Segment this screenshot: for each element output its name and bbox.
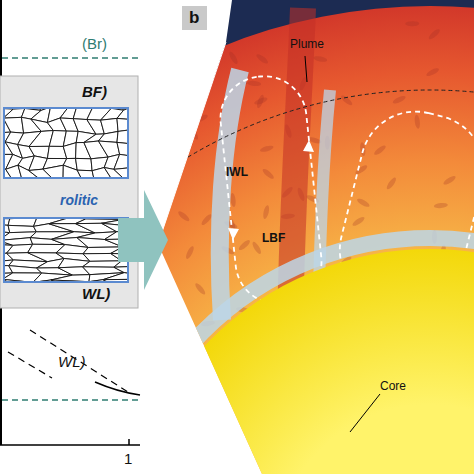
- grain: [56, 245, 88, 254]
- grain: [261, 167, 275, 180]
- grain: [442, 174, 457, 186]
- grain: [63, 143, 76, 159]
- grain: [251, 241, 263, 256]
- grain: [385, 176, 397, 190]
- inset-panel: [0, 76, 138, 308]
- grain: [373, 144, 387, 156]
- grain: [201, 66, 216, 73]
- axis-line: [0, 444, 140, 446]
- boundary-label: (Br): [82, 36, 107, 53]
- grain: [189, 126, 200, 141]
- grain: [9, 266, 42, 273]
- grain: [256, 94, 266, 109]
- grain: [114, 167, 128, 178]
- axis-tick-label: 1: [124, 451, 132, 468]
- boundary-layer: [108, 238, 474, 474]
- grain: [351, 215, 365, 227]
- mantle: [0, 6, 474, 474]
- dashed-curve: [8, 352, 52, 378]
- grain: [354, 164, 368, 176]
- panel-label-box: b: [182, 6, 207, 30]
- part-label: Core: [380, 380, 406, 393]
- grain: [103, 273, 128, 280]
- part-label: IWL: [226, 166, 248, 179]
- convection-cell: [216, 72, 325, 308]
- curve-label: WL): [58, 354, 86, 371]
- grain: [43, 165, 63, 178]
- layered-texture: [4, 218, 128, 282]
- grain: [228, 51, 239, 66]
- grain: [4, 117, 24, 133]
- grain: [247, 80, 261, 86]
- transition-arrow: [118, 190, 168, 290]
- flow-arrowhead: [228, 228, 239, 240]
- texture-box-border: [4, 108, 128, 178]
- texture-box-border: [4, 218, 128, 282]
- grain: [230, 193, 237, 208]
- grain: [255, 53, 269, 65]
- grain: [427, 28, 441, 41]
- leader-line: [350, 394, 380, 432]
- regime-label: WL): [82, 286, 110, 303]
- grain: [262, 205, 270, 220]
- dashed-curve: [30, 330, 128, 392]
- solid-curve: [95, 382, 140, 395]
- grain: [259, 144, 274, 153]
- grain: [117, 129, 128, 143]
- grain: [98, 131, 118, 142]
- core: [119, 249, 474, 474]
- dashed-boundary: [2, 57, 140, 58]
- regime-label: BF): [82, 84, 107, 101]
- grain: [181, 38, 194, 52]
- grain: [114, 154, 128, 169]
- panel-letter: b: [189, 8, 199, 28]
- part-label: Plume: [290, 38, 324, 51]
- wedge-edge: [158, 42, 226, 244]
- grain: [237, 239, 251, 252]
- grain: [177, 210, 191, 223]
- grain: [117, 118, 128, 131]
- grain: [313, 55, 328, 63]
- grain: [434, 202, 448, 208]
- grain: [414, 114, 421, 129]
- leader-line: [305, 56, 307, 82]
- granular-texture: [4, 108, 128, 178]
- grain: [340, 94, 354, 107]
- dashed-depth-line: [0, 90, 474, 474]
- dashed-boundary: [2, 399, 140, 400]
- part-label: LBF: [262, 232, 285, 245]
- axis-tick: [128, 439, 130, 445]
- grain: [76, 158, 93, 170]
- grain: [173, 69, 187, 82]
- grain: [179, 30, 194, 39]
- grain: [356, 197, 371, 208]
- grain: [185, 245, 196, 260]
- grain: [425, 67, 440, 78]
- regime-label: rolitic: [60, 193, 98, 208]
- grain: [405, 21, 419, 26]
- grain: [194, 282, 207, 296]
- grain: [117, 108, 128, 120]
- flow-arrowhead: [303, 140, 314, 152]
- grain: [392, 94, 407, 105]
